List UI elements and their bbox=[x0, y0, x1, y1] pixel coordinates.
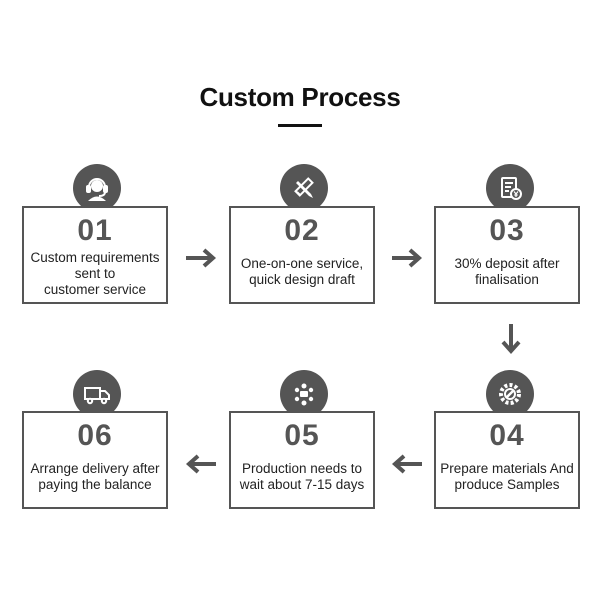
title-underline bbox=[278, 124, 322, 127]
step-02: 02 One-on-one service, quick design draf… bbox=[229, 206, 375, 304]
step-description: One-on-one service, quick design draft bbox=[240, 256, 364, 287]
invoice-yen-icon bbox=[486, 164, 534, 212]
step-description: 30% deposit after finalisation bbox=[454, 256, 560, 287]
gear-wrench-icon bbox=[486, 370, 534, 418]
step-number: 05 bbox=[284, 419, 320, 452]
step-number: 03 bbox=[489, 214, 525, 247]
arrow-right-icon bbox=[392, 248, 423, 268]
team-meeting-icon bbox=[280, 370, 328, 418]
page-title: Custom Process bbox=[199, 82, 401, 112]
step-04: 04 Prepare materials And produce Samples bbox=[434, 411, 580, 509]
step-01: 01 Custom requirements sent to customer … bbox=[22, 206, 168, 304]
step-number: 01 bbox=[77, 214, 113, 247]
step-number: 06 bbox=[77, 419, 113, 452]
step-description: Prepare materials And produce Samples bbox=[440, 461, 574, 492]
step-description: Arrange delivery after paying the balanc… bbox=[30, 461, 160, 492]
arrow-right-icon bbox=[186, 248, 217, 268]
step-number: 02 bbox=[284, 214, 320, 247]
step-05: 05 Production needs to wait about 7-15 d… bbox=[229, 411, 375, 509]
delivery-truck-icon bbox=[73, 370, 121, 418]
customer-service-headset-icon bbox=[73, 164, 121, 212]
step-number: 04 bbox=[489, 419, 525, 452]
arrow-left-icon bbox=[391, 454, 422, 474]
design-pencil-ruler-icon bbox=[280, 164, 328, 212]
arrow-down-icon bbox=[501, 324, 521, 355]
step-description: Custom requirements sent to customer ser… bbox=[30, 250, 160, 297]
step-description: Production needs to wait about 7-15 days bbox=[239, 461, 365, 492]
step-03: 03 30% deposit after finalisation bbox=[434, 206, 580, 304]
step-06: 06 Arrange delivery after paying the bal… bbox=[22, 411, 168, 509]
arrow-left-icon bbox=[185, 454, 216, 474]
